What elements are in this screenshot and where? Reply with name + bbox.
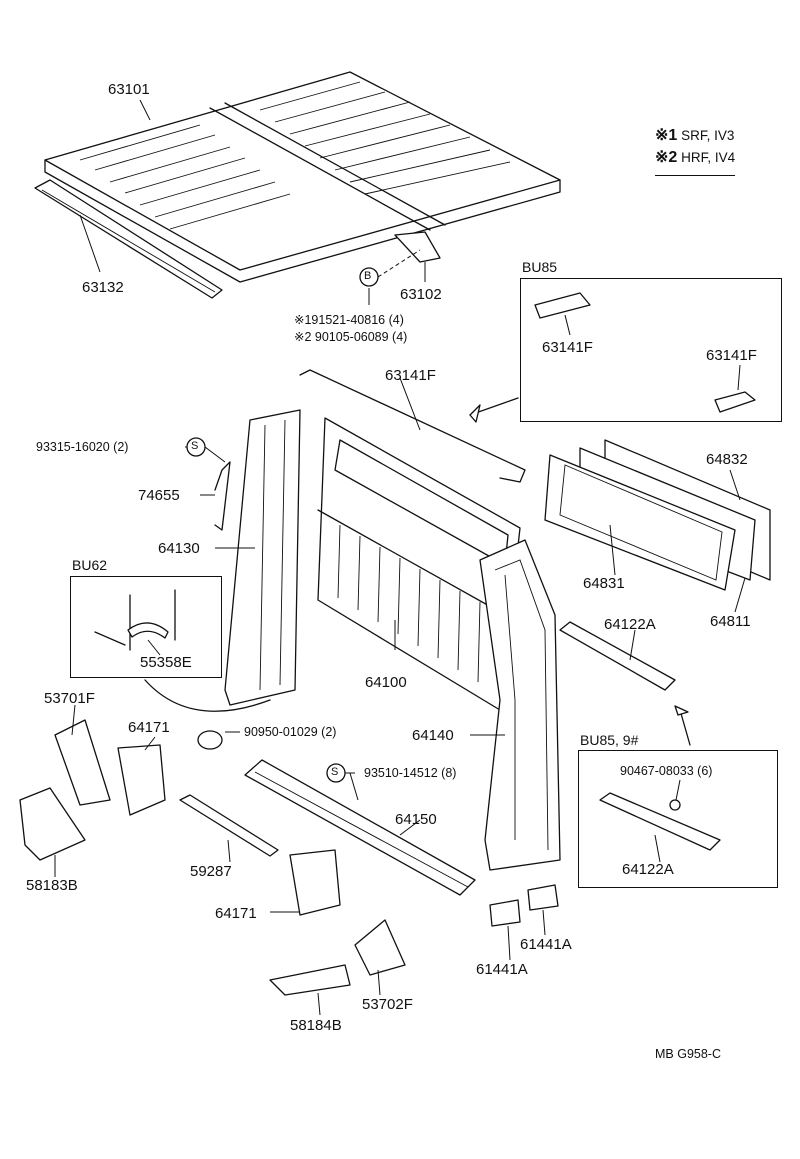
circle-s-2 xyxy=(326,763,346,783)
inset-bu85-bottom xyxy=(578,750,778,888)
block-61441a-b xyxy=(527,884,559,911)
bracket-64171-b xyxy=(289,849,341,916)
label-64832: 64832 xyxy=(706,451,748,468)
glass-set xyxy=(544,439,771,591)
label-53701f: 53701F xyxy=(44,690,95,707)
label-64122a-top: 64122A xyxy=(604,616,656,633)
circle-s-1 xyxy=(186,437,206,457)
inset-bu62 xyxy=(70,576,222,678)
label-screw-b-1: ※191521-40816 (4) xyxy=(294,313,404,327)
label-93510: 93510-14512 (8) xyxy=(364,766,457,780)
bu85-strip-b xyxy=(714,391,756,413)
bracket-53702f xyxy=(354,919,406,976)
label-bu85-63141f-b: 63141F xyxy=(706,347,757,364)
label-90467: 90467-08033 (6) xyxy=(620,764,713,778)
legend: ※1 SRF, IV3 ※2 HRF, IV4 xyxy=(655,127,736,176)
label-63101: 63101 xyxy=(108,81,150,98)
roof-bracket xyxy=(394,231,441,263)
footer-code: MB G958-C xyxy=(655,1047,721,1061)
legend-mark-1: ※1 xyxy=(655,127,678,144)
bracket-58183b xyxy=(19,787,86,861)
label-58183b: 58183B xyxy=(26,877,78,894)
circle-s-2-letter: S xyxy=(331,766,339,778)
inset-bu85-top xyxy=(520,278,782,422)
label-64140: 64140 xyxy=(412,727,454,744)
label-55358e: 55358E xyxy=(140,654,192,671)
bracket-74655 xyxy=(214,461,231,531)
bu85-cross-member xyxy=(599,792,721,851)
right-pillar xyxy=(479,539,561,871)
legend-mark-2: ※2 xyxy=(655,149,678,166)
label-64171-b: 64171 xyxy=(215,905,257,922)
label-screw-b-2: ※2 90105-06089 (4) xyxy=(294,330,408,344)
label-63141f: 63141F xyxy=(385,367,436,384)
label-64150: 64150 xyxy=(395,811,437,828)
label-63102: 63102 xyxy=(400,286,442,303)
label-58184b: 58184B xyxy=(290,1017,342,1034)
bu85-strip-a xyxy=(534,292,591,319)
circle-s-1-letter: S xyxy=(191,440,199,452)
inset-bu62-title: BU62 xyxy=(72,557,108,573)
bracket-58184b xyxy=(269,964,351,996)
block-61441a-a xyxy=(489,899,521,927)
label-64122a-box: 64122A xyxy=(622,861,674,878)
label-63132: 63132 xyxy=(82,279,124,296)
label-93315: 93315-16020 (2) xyxy=(36,440,129,454)
inset-bu85-bottom-title: BU85, 9# xyxy=(580,732,639,748)
sill-64150 xyxy=(244,759,476,896)
circle-b-letter: B xyxy=(364,270,372,282)
label-59287: 59287 xyxy=(190,863,232,880)
inset-bu85-top-title: BU85 xyxy=(522,259,558,275)
bracket-53701f xyxy=(54,719,111,806)
legend-text-1: SRF, IV3 xyxy=(681,128,735,143)
cross-member-top xyxy=(559,621,676,691)
circle-b xyxy=(359,267,379,287)
weatherstrip xyxy=(299,369,526,483)
label-61441a-b: 61441A xyxy=(476,961,528,978)
bracket-64171-a xyxy=(117,744,166,816)
roof-panel xyxy=(44,71,561,283)
label-bu85-63141f-a: 63141F xyxy=(542,339,593,356)
bracket-59287 xyxy=(179,794,279,857)
clip-90950 xyxy=(197,730,223,750)
label-64100: 64100 xyxy=(365,674,407,691)
label-90950: 90950-01029 (2) xyxy=(244,725,337,739)
bu85-clip xyxy=(669,799,681,811)
label-53702f: 53702F xyxy=(362,996,413,1013)
arrow-bu85-bottom xyxy=(679,709,691,746)
bu62-clip xyxy=(127,622,169,639)
label-61441a-a: 61441A xyxy=(520,936,572,953)
label-74655: 74655 xyxy=(138,487,180,504)
label-64811: 64811 xyxy=(710,613,751,630)
label-64171-a: 64171 xyxy=(128,719,170,736)
label-64831: 64831 xyxy=(583,575,625,592)
label-64130: 64130 xyxy=(158,540,200,557)
legend-text-2: HRF, IV4 xyxy=(681,150,736,165)
